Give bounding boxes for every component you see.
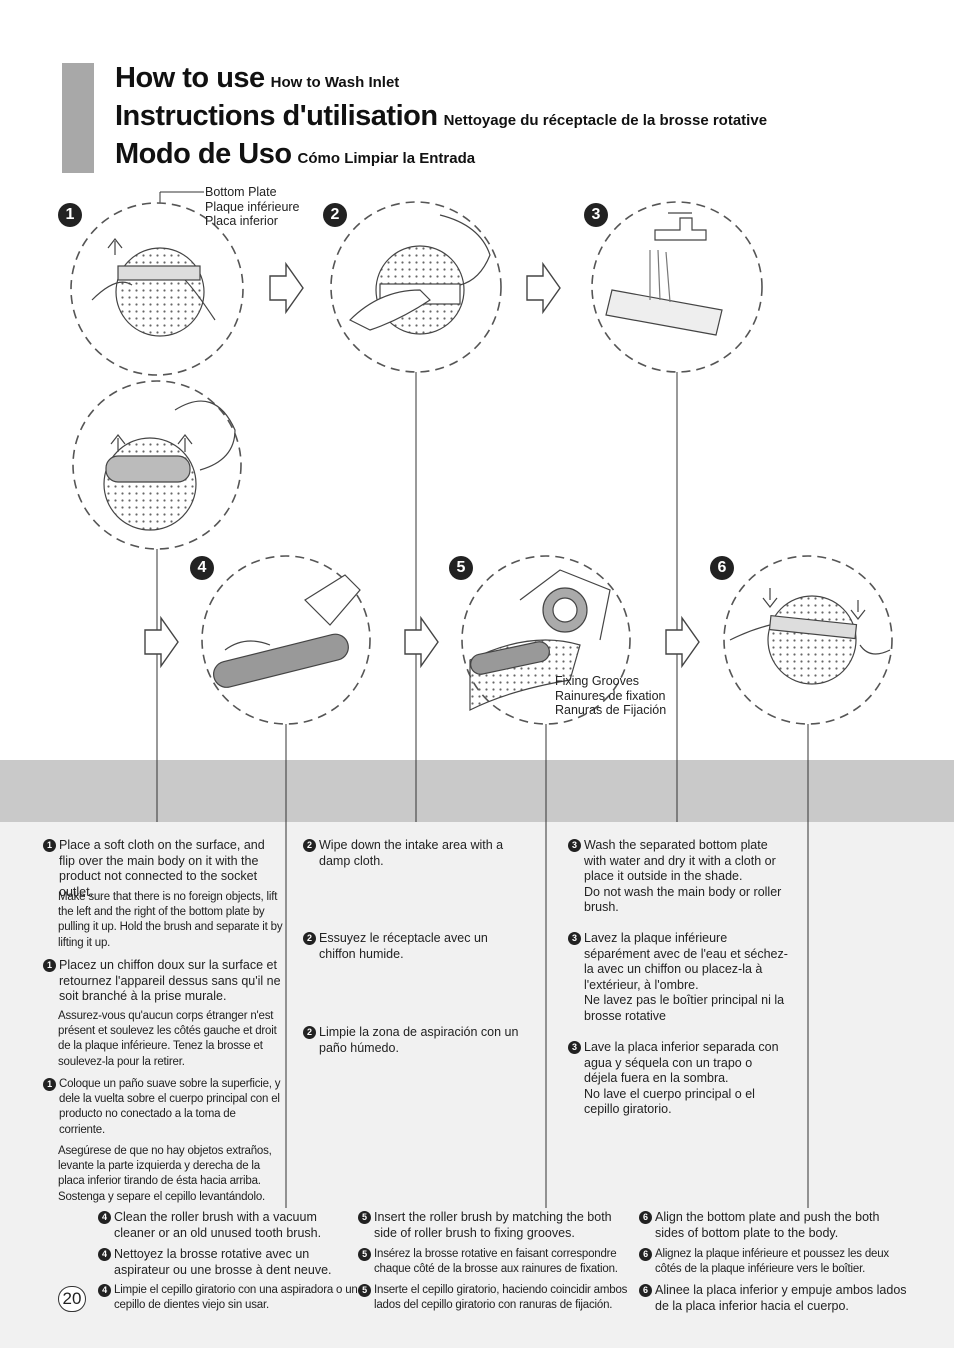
- arrow-1-4: [144, 615, 179, 669]
- bottom-plate-label: Bottom Plate Plaque inférieure Placa inf…: [205, 185, 300, 228]
- step6-badge: 6: [710, 556, 734, 580]
- step5-badge: 5: [449, 556, 473, 580]
- arrow-5-6: [665, 615, 700, 669]
- step1-badge: 1: [58, 203, 82, 227]
- arrow-2-3: [526, 261, 561, 315]
- step1-fr-note: Assurez-vous qu'aucun corps étranger n'e…: [58, 1010, 277, 1068]
- step2-badge: 2: [323, 203, 347, 227]
- step3-circle: [591, 201, 763, 373]
- page-number: 20: [58, 1286, 86, 1312]
- step1-en-note: Make sure that there is no foreign objec…: [58, 891, 283, 949]
- arrow-1-2: [269, 261, 304, 315]
- step1-es-note: Asegúrese de que no hay objetos extraños…: [58, 1145, 272, 1203]
- step3-badge: 3: [584, 203, 608, 227]
- step4-badge: 4: [190, 556, 214, 580]
- arrow-4-5: [404, 615, 439, 669]
- instructions-background: [0, 822, 954, 1348]
- gray-band: [0, 760, 954, 822]
- fixing-grooves-label: Fixing Grooves Rainures de fixation Ranu…: [555, 674, 667, 717]
- title-accent-bar: [62, 63, 94, 173]
